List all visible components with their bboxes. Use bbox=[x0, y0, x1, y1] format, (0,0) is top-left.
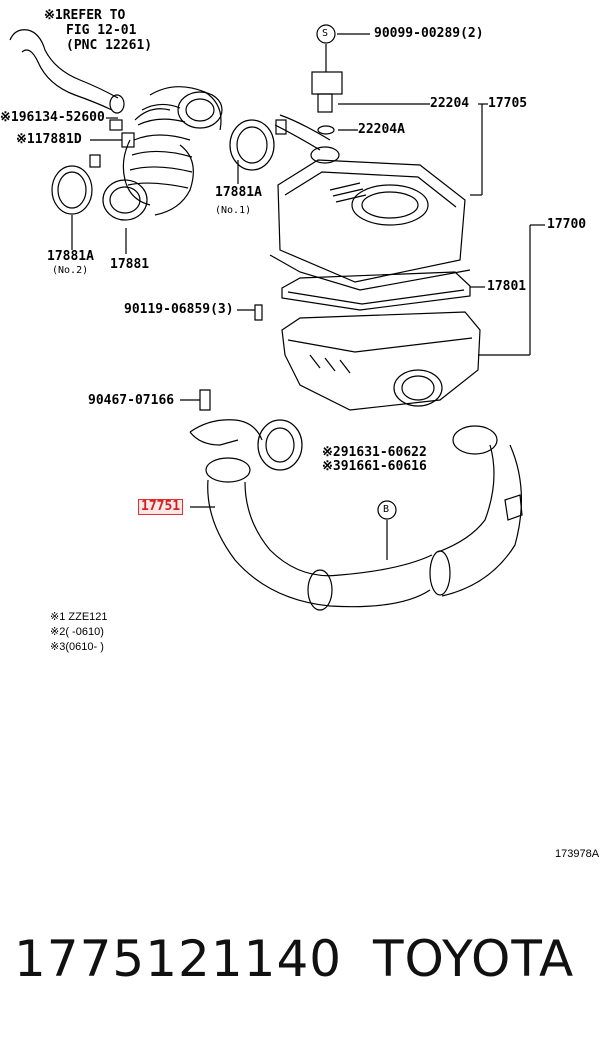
part-17881a-no1[interactable]: 17881A bbox=[215, 185, 262, 200]
marker-b-circle bbox=[377, 500, 397, 520]
note-2: ※2( -0610) bbox=[50, 626, 104, 638]
footer-brand: TOYOTA bbox=[373, 930, 575, 988]
refer-note-line3: (PNC 12261) bbox=[66, 38, 153, 53]
note-3: ※3(0610- ) bbox=[50, 641, 104, 653]
part-17705[interactable]: 17705 bbox=[488, 96, 528, 111]
part-22204a[interactable]: 22204A bbox=[358, 122, 405, 137]
refer-note-line2: FIG 12-01 bbox=[66, 23, 137, 38]
part-90467-07166[interactable]: 90467-07166 bbox=[88, 393, 175, 408]
footer-part-number: 1775121140 bbox=[14, 930, 343, 988]
air-cleaner-case bbox=[281, 311, 481, 411]
parts-diagram: ※1REFER TO FIG 12-01 (PNC 12261) S 90099… bbox=[0, 8, 587, 654]
diagram-drawing bbox=[9, 24, 545, 611]
air-cleaner-cap bbox=[269, 114, 471, 291]
part-17881d[interactable]: ※117881D bbox=[16, 132, 82, 147]
note-1: ※1 ZZE121 bbox=[50, 611, 108, 623]
air-filter-element bbox=[281, 271, 471, 311]
air-duct-assembly bbox=[189, 419, 523, 611]
part-17801[interactable]: 17801 bbox=[487, 279, 527, 294]
part-17751-highlight[interactable]: 17751 bbox=[138, 499, 184, 515]
part-90099-00289[interactable]: 90099-00289(2) bbox=[374, 26, 484, 41]
upper-hose-line bbox=[9, 29, 119, 99]
clamp-17881a-no1 bbox=[229, 119, 275, 171]
intake-hose-accordion bbox=[102, 86, 223, 221]
part-17881[interactable]: 17881 bbox=[110, 257, 150, 272]
marker-s-circle bbox=[316, 24, 336, 44]
diagram-reference: 173978A bbox=[555, 848, 600, 860]
airflow-sensor bbox=[311, 44, 343, 135]
marker-b-label: B bbox=[383, 504, 390, 515]
part-22204[interactable]: 22204 bbox=[430, 96, 470, 111]
clamp-17881a-no2 bbox=[51, 165, 93, 215]
part-91661-60616[interactable]: ※391661-60616 bbox=[322, 459, 427, 474]
part-17881a-no2-sub: (No.2) bbox=[52, 265, 89, 276]
part-17881a-no2[interactable]: 17881A bbox=[47, 249, 94, 264]
part-96134-52600[interactable]: ※196134-52600 bbox=[0, 110, 105, 125]
marker-s-label: S bbox=[322, 28, 329, 39]
part-90119-06859[interactable]: 90119-06859(3) bbox=[124, 302, 234, 317]
refer-note-line1: ※1REFER TO bbox=[44, 8, 126, 23]
part-91631-60622[interactable]: ※291631-60622 bbox=[322, 445, 427, 460]
footer: 1775121140 TOYOTA bbox=[0, 910, 600, 1020]
part-17700[interactable]: 17700 bbox=[547, 217, 587, 232]
part-17881a-no1-sub: (No.1) bbox=[215, 205, 252, 216]
